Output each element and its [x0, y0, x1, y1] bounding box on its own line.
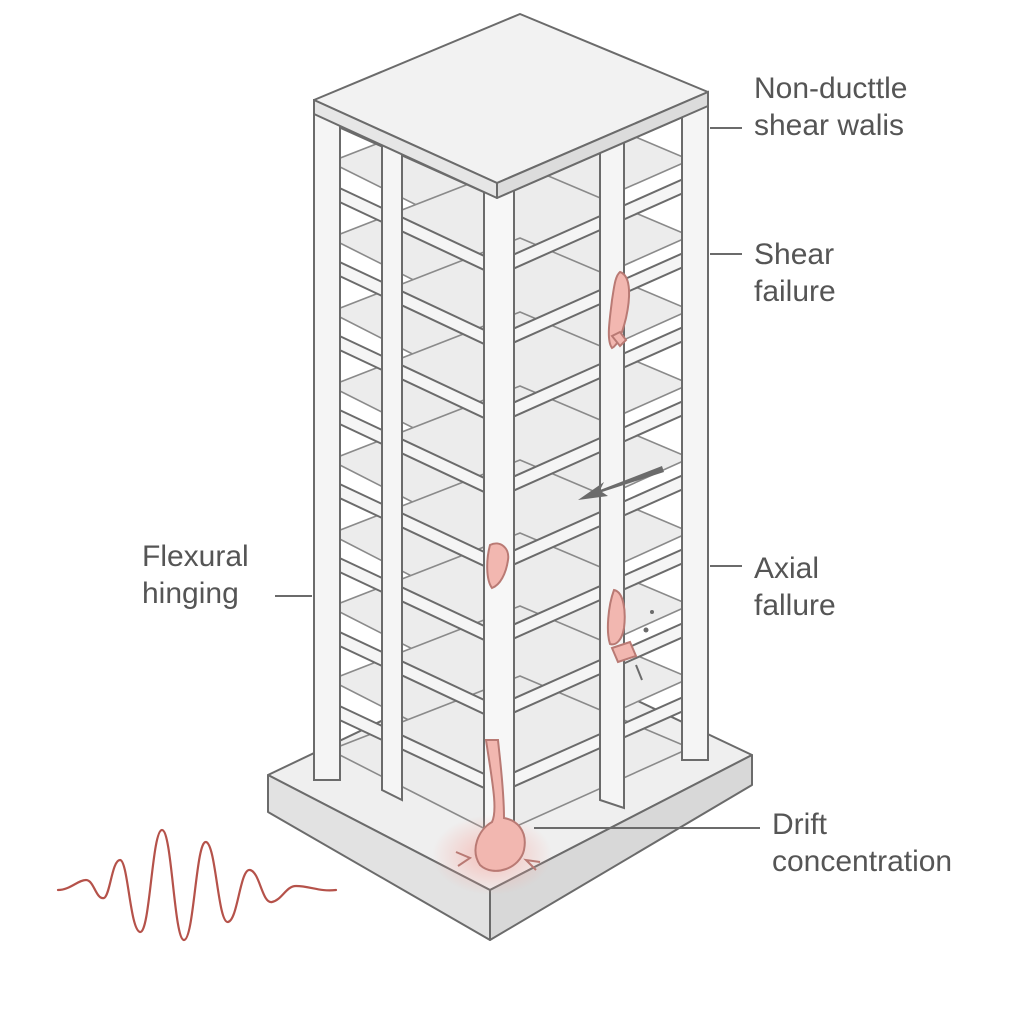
- label-line: Non-ducttle: [754, 72, 908, 105]
- shear-failure-mark: [607, 270, 631, 350]
- label-line: Drift: [772, 808, 827, 841]
- label-line: Axial: [754, 552, 820, 585]
- label-line: concentration: [772, 845, 953, 878]
- label-drift-concentration: Drift concentration: [772, 806, 952, 880]
- label-line: Shear: [754, 238, 835, 271]
- flexural-hinge-mark: [486, 542, 510, 590]
- label-line: fallure: [754, 589, 836, 622]
- label-non-ductile-shear-walls: Non-ducttle shear walis: [754, 70, 907, 144]
- axial-failure-mark: [606, 588, 654, 681]
- roof: [313, 13, 709, 199]
- label-line: Flexural: [142, 540, 249, 573]
- label-line: shear walis: [754, 109, 905, 142]
- label-flexural-hinging: Flexural hinging: [142, 538, 249, 612]
- label-shear-failure: Shear failure: [754, 236, 836, 310]
- label-axial-failure: Axial fallure: [754, 550, 836, 624]
- drift-concentration-mark: [432, 739, 552, 895]
- seismic-wave-icon: [56, 828, 338, 942]
- leader-lines: [275, 127, 760, 829]
- label-line: failure: [754, 275, 836, 308]
- label-line: hinging: [142, 577, 239, 610]
- left-face-frame: [313, 99, 498, 802]
- drift-arrow-icon: [578, 466, 664, 500]
